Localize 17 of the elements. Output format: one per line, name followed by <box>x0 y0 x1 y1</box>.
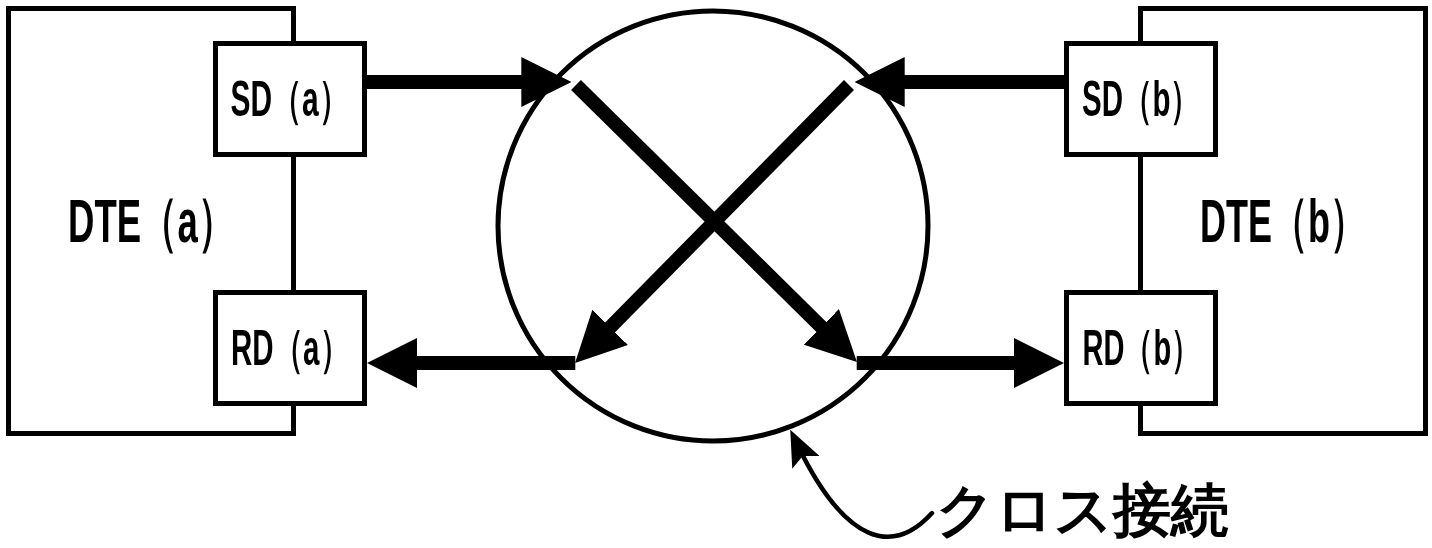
port-box <box>1064 290 1218 406</box>
arrow <box>367 338 576 388</box>
port-label: SD（a） <box>230 72 350 126</box>
port-box <box>213 41 367 157</box>
port-label: RD（b） <box>1082 321 1200 375</box>
crossover-circle <box>495 8 931 444</box>
port-box <box>1064 41 1218 157</box>
device-label: DTE（b） <box>1200 188 1366 254</box>
callout-label: クロス接続 <box>936 478 1229 542</box>
arrow <box>854 57 1064 107</box>
curved-arrow <box>789 430 935 539</box>
arrow <box>367 57 572 107</box>
port-label: SD（b） <box>1082 72 1200 126</box>
port-label: RD（a） <box>231 321 349 375</box>
device-label: DTE（a） <box>67 188 235 254</box>
port-box <box>213 290 367 406</box>
arrow <box>856 338 1064 388</box>
